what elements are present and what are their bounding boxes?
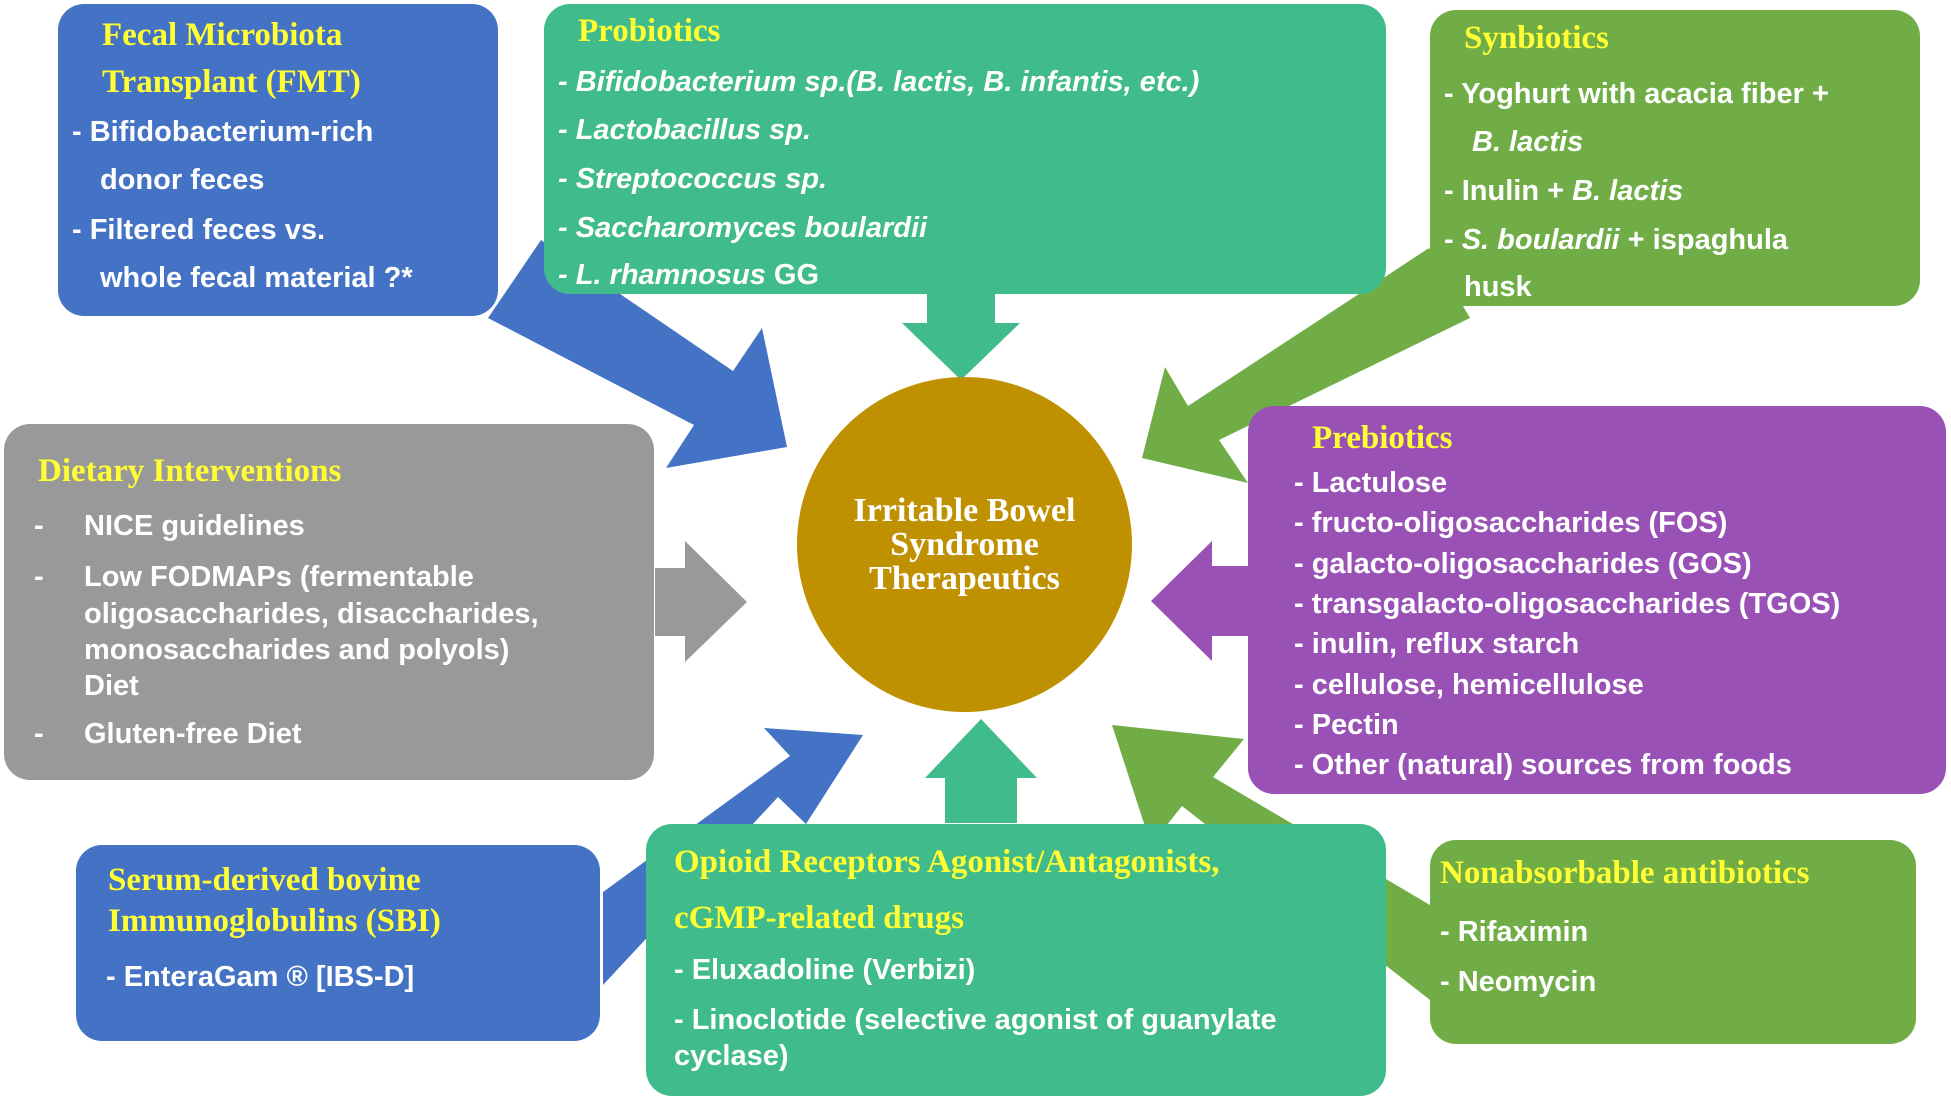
dietary-item: Diet — [84, 670, 139, 702]
synbiotics-item: husk — [1464, 271, 1532, 303]
fmt-item: - Filtered feces vs. — [72, 214, 326, 246]
arrow-sbi — [603, 728, 863, 985]
synbiotics-item: - Inulin + B. lactis — [1444, 175, 1684, 207]
probiotics-item: - Streptococcus sp. — [558, 163, 828, 195]
dietary-item: Low FODMAPs (fermentable — [84, 561, 474, 593]
probiotics-item: - Saccharomyces boulardii — [558, 212, 928, 244]
arrow-opioid — [925, 719, 1037, 823]
sbi-box: Serum-derived bovine Immunoglobulins (SB… — [76, 845, 600, 1041]
prebiotics-item: - Pectin — [1294, 709, 1399, 741]
arrow-dietary — [655, 541, 747, 662]
center-label: Irritable Bowel Syndrome Therapeutics — [853, 491, 1076, 597]
arrow-probiotics — [902, 290, 1020, 380]
dietary-title: Dietary Interventions — [38, 453, 342, 489]
sbi-title-line1: Serum-derived bovine — [108, 862, 421, 898]
opioid-title-line1: Opioid Receptors Agonist/Antagonists, — [674, 844, 1220, 880]
fmt-title-line1: Fecal Microbiota — [102, 17, 343, 53]
synbiotics-title: Synbiotics — [1464, 20, 1609, 56]
prebiotics-item: - Other (natural) sources from foods — [1294, 749, 1792, 781]
prebiotics-item: - fructo-oligosaccharides (FOS) — [1294, 507, 1728, 539]
dietary-dash: - — [34, 718, 44, 750]
probiotics-item: - L. rhamnosus GG — [558, 259, 820, 291]
probiotics-item: - Bifidobacterium sp.(B. lactis, B. infa… — [558, 66, 1200, 98]
dietary-box: Dietary Interventions - NICE guidelines … — [4, 424, 654, 780]
fmt-title-line2: Transplant (FMT) — [102, 64, 361, 100]
prebiotics-item: - galacto-oligosaccharides (GOS) — [1294, 548, 1752, 580]
arrow-fmt — [488, 240, 787, 468]
synbiotics-item: - S. boulardii + ispaghula — [1444, 224, 1789, 256]
synbiotics-box: Synbiotics - Yoghurt with acacia fiber +… — [1430, 10, 1920, 306]
dietary-dash: - — [34, 510, 44, 542]
fmt-box: Fecal Microbiota Transplant (FMT) - Bifi… — [58, 4, 498, 316]
fmt-item: donor feces — [100, 164, 265, 196]
opioid-item: - Linoclotide (selective agonist of guan… — [674, 1004, 1277, 1036]
antibiotics-item: - Rifaximin — [1440, 916, 1589, 948]
antibiotics-title: Nonabsorbable antibiotics — [1440, 855, 1810, 891]
probiotics-item: - Lactobacillus sp. — [558, 114, 811, 146]
arrow-prebiotics — [1151, 541, 1248, 661]
dietary-item: monosaccharides and polyols) — [84, 634, 510, 666]
opioid-item: - Eluxadoline (Verbizi) — [674, 954, 976, 986]
antibiotics-box: Nonabsorbable antibiotics - Rifaximin - … — [1430, 840, 1916, 1044]
probiotics-box: Probiotics - Bifidobacterium sp.(B. lact… — [544, 4, 1386, 294]
center-circle: Irritable Bowel Syndrome Therapeutics — [797, 377, 1132, 712]
dietary-item: Gluten-free Diet — [84, 718, 302, 750]
prebiotics-box: Prebiotics - Lactulose - fructo-oligosac… — [1248, 406, 1946, 794]
arrow-synbiotics — [1142, 248, 1470, 483]
antibiotics-item: - Neomycin — [1440, 966, 1597, 998]
synbiotics-item: B. lactis — [1472, 126, 1584, 158]
fmt-item: - Bifidobacterium-rich — [72, 116, 374, 148]
dietary-item: oligosaccharides, disaccharides, — [84, 598, 539, 630]
fmt-item: whole fecal material ?* — [100, 262, 413, 294]
opioid-box: Opioid Receptors Agonist/Antagonists, cG… — [646, 824, 1386, 1096]
dietary-dash: - — [34, 561, 44, 593]
probiotics-title: Probiotics — [578, 13, 721, 49]
sbi-item: - EnteraGam ® [IBS-D] — [106, 961, 415, 993]
synbiotics-item: - Yoghurt with acacia fiber + — [1444, 78, 1829, 110]
opioid-item: cyclase) — [674, 1040, 789, 1072]
prebiotics-item: - transgalacto-oligosaccharides (TGOS) — [1294, 588, 1841, 620]
dietary-item: NICE guidelines — [84, 510, 305, 542]
prebiotics-item: - Lactulose — [1294, 467, 1448, 499]
sbi-title-line2: Immunoglobulins (SBI) — [108, 903, 441, 939]
opioid-title-line2: cGMP-related drugs — [674, 900, 964, 936]
prebiotics-item: - cellulose, hemicellulose — [1294, 669, 1644, 701]
prebiotics-item: - inulin, reflux starch — [1294, 628, 1580, 660]
prebiotics-title: Prebiotics — [1312, 420, 1453, 456]
